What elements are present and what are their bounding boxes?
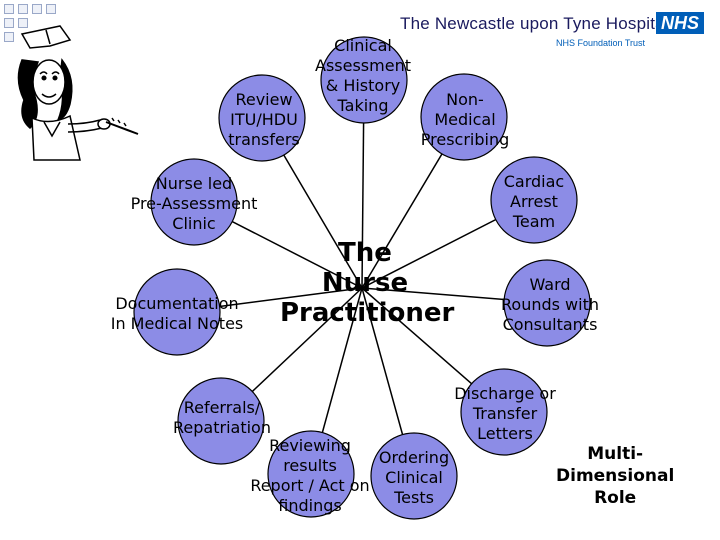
node-label-referrals: Referrals/ Repatriation [160, 398, 284, 438]
node-text: Ward [529, 275, 571, 294]
center-line-2: Nurse [321, 268, 409, 298]
node-text: Clinical [385, 468, 443, 487]
node-text: Report / Act on [250, 476, 370, 495]
node-text: transfers [228, 130, 300, 149]
decor-square-6 [18, 18, 28, 28]
hospital-name: The Newcastle upon Tyne Hospitals [400, 14, 678, 33]
node-circle-cardiac-arrest-team [490, 156, 578, 244]
role-line-3: Role [594, 488, 637, 508]
node-label-ward-rounds: Ward Rounds with Consultants [488, 275, 612, 335]
node-label-non-medical-prescribing: Non- Medical Prescribing [405, 90, 525, 150]
node-text: Review [235, 90, 293, 109]
node-text: Medical [434, 110, 496, 129]
decor-square-3 [32, 4, 42, 14]
node-text: Reviewing [269, 436, 351, 455]
node-text: Repatriation [173, 418, 271, 437]
node-text: findings [278, 496, 342, 515]
node-text: ITU/HDU [230, 110, 298, 129]
node-text: Referrals/ [183, 398, 261, 417]
node-circle-ordering-tests [370, 432, 458, 520]
node-text: Discharge or [454, 384, 556, 403]
role-line-1: Multi- [587, 444, 644, 464]
node-text: Documentation [115, 294, 239, 313]
node-circle-non-medical-prescribing [420, 73, 508, 161]
node-text: Clinic [172, 214, 216, 233]
center-label: The Nurse Practitioner [280, 238, 455, 328]
node-circle-discharge-transfer [460, 368, 548, 456]
node-circle-referrals [177, 377, 265, 465]
node-text: Clinical [334, 36, 392, 55]
center-line-1: The [338, 238, 392, 268]
node-label-clinical-assessment: Clinical Assessment & History Taking [303, 36, 423, 116]
nhs-logo: NHS [656, 12, 704, 34]
node-text: Transfer [472, 404, 538, 423]
node-label-cardiac-arrest-team: Cardiac Arrest Team [484, 172, 584, 232]
node-text: Tests [394, 488, 434, 507]
node-text: Cardiac [503, 172, 565, 191]
role-line-2: Dimensional [556, 466, 675, 486]
center-line-3: Practitioner [280, 298, 455, 328]
decor-square-7 [4, 32, 14, 42]
node-circle-pre-assessment [150, 158, 238, 246]
decor-square-4 [46, 4, 56, 14]
node-circle-reviewing-results [267, 430, 355, 518]
node-circles [133, 36, 591, 520]
node-label-review-itu: Review ITU/HDU transfers [216, 90, 312, 150]
node-text: Arrest [510, 192, 558, 211]
node-text: Pre-Assessment [130, 194, 258, 213]
node-circle-review-itu [218, 74, 306, 162]
node-label-discharge-transfer: Discharge or Transfer Letters [440, 384, 570, 444]
role-caption: Multi- Dimensional Role [556, 443, 674, 509]
node-text: Letters [477, 424, 533, 443]
node-text: Nurse led [155, 174, 233, 193]
decor-square-2 [18, 4, 28, 14]
node-circle-ward-rounds [503, 259, 591, 347]
node-text: Taking [337, 96, 389, 115]
trust-name: NHS Foundation Trust [556, 38, 646, 48]
decor-square-1 [4, 4, 14, 14]
node-text: Ordering [378, 448, 450, 467]
node-text: In Medical Notes [110, 314, 244, 333]
node-text: Consultants [502, 315, 598, 334]
node-circle-clinical-assessment [320, 36, 408, 124]
nurse-illustration-icon [17, 25, 139, 161]
node-label-ordering-tests: Ordering Clinical Tests [366, 448, 462, 508]
node-text: Team [512, 212, 556, 231]
node-label-documentation: Documentation In Medical Notes [100, 294, 254, 334]
node-label-pre-assessment: Nurse led Pre-Assessment Clinic [116, 174, 272, 234]
node-text: & History [325, 76, 401, 95]
node-text: Non- [446, 90, 484, 109]
node-text: results [283, 456, 337, 475]
node-text: Rounds with [501, 295, 599, 314]
node-text: Prescribing [420, 130, 510, 149]
node-label-reviewing-results: Reviewing results Report / Act on findin… [238, 436, 382, 516]
node-text: Assessment [315, 56, 411, 75]
node-circle-documentation [133, 268, 221, 356]
decor-square-5 [4, 18, 14, 28]
